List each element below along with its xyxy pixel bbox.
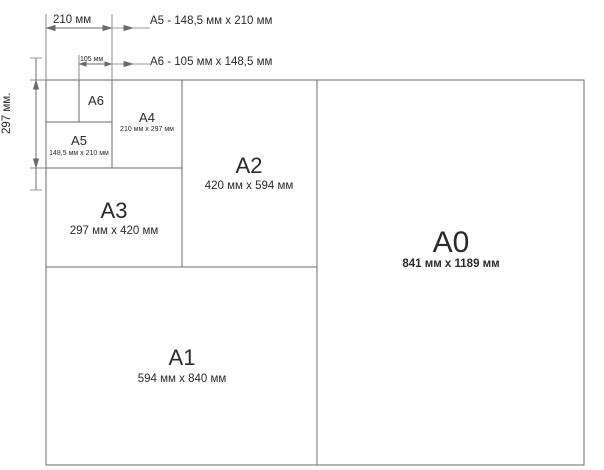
sheet-a2-size: 420 мм х 594 мм — [204, 180, 294, 192]
dim-210-label: 210 мм — [53, 14, 92, 26]
sheet-a0-name: А0 — [432, 226, 470, 259]
sheet-a0-size: 841 мм х 1189 мм — [402, 258, 500, 270]
legend-a5: А5 - 148,5 мм х 210 мм — [150, 15, 273, 27]
frame-outline — [45, 79, 585, 466]
sheet-a4-size: 210 мм х 297 мм — [120, 126, 174, 133]
sheet-a5-name: А5 — [71, 133, 87, 148]
sheet-a3-size: 297 мм х 420 мм — [69, 225, 159, 237]
sheet-a1-size: 594 мм х 840 мм — [137, 373, 227, 385]
legend-a6: А6 - 105 мм х 148,5 мм — [150, 56, 273, 68]
sheet-a4-name: А4 — [139, 110, 155, 125]
sheet-a5-size: 148,5 мм х 210 мм — [49, 150, 109, 157]
sheet-a2-name: А2 — [235, 153, 263, 178]
dim-297-label: 297 мм. — [1, 92, 13, 134]
dim-105-label: 105 мм — [80, 56, 104, 63]
sheet-a3-name: А3 — [100, 198, 128, 223]
sheet-a1-name: А1 — [168, 345, 196, 370]
sheet-a6-name: А6 — [88, 93, 104, 108]
